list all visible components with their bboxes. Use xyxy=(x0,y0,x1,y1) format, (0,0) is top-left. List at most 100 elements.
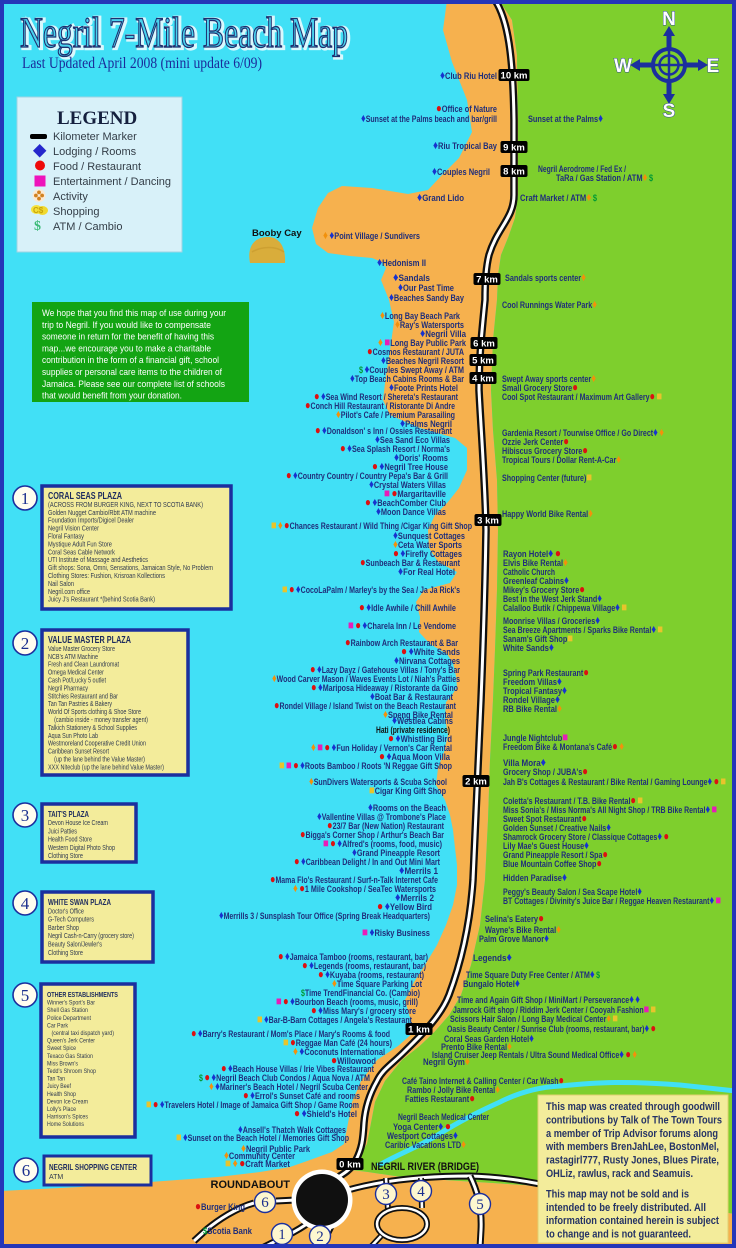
svg-text:Bungalo Hotel♦: Bungalo Hotel♦ xyxy=(463,976,520,990)
svg-text:♦Sea Sand Eco Villas: ♦Sea Sand Eco Villas xyxy=(375,432,450,446)
svg-text:This map may not be sold and i: This map may not be sold and is xyxy=(546,1188,689,1200)
svg-text:Omega Medical Center: Omega Medical Center xyxy=(48,670,105,677)
svg-text:● ♦Legends (rooms, restaurant,: ● ♦Legends (rooms, restaurant, bar) xyxy=(302,958,426,972)
svg-text:Devon House Ice Cream: Devon House Ice Cream xyxy=(48,820,108,827)
svg-text:G-Tech Computers: G-Tech Computers xyxy=(48,917,94,924)
svg-text:■ ●Reggae Man Café (24 hours): ■ ●Reggae Man Café (24 hours) xyxy=(283,1035,392,1049)
svg-text:4: 4 xyxy=(417,1184,425,1200)
svg-text:●Mama Flo's Restaurant / Surf-: ●Mama Flo's Restaurant / Surf-n-Talk Int… xyxy=(270,872,438,886)
svg-text:TAIT'S PLAZA: TAIT'S PLAZA xyxy=(48,809,89,819)
svg-text:Shopping Center (future)■: Shopping Center (future)■ xyxy=(502,470,592,484)
svg-text:●Rondel Village / Island Twist: ●Rondel Village / Island Twist on the Be… xyxy=(274,698,456,712)
svg-text:♦Our Past Time: ♦Our Past Time xyxy=(398,280,454,294)
svg-text:Police Department: Police Department xyxy=(47,1015,91,1022)
svg-text:● ♦Negril Tree House: ● ♦Negril Tree House xyxy=(372,459,448,473)
svg-text:Coletta's Restaurant / T.B. Bi: Coletta's Restaurant / T.B. Bike Rental●… xyxy=(503,793,643,807)
svg-text:● ♦Sea Splash Resort / Norma's: ● ♦Sea Splash Resort / Norma's xyxy=(340,441,450,455)
svg-text:$ ● ♦Negril Beach Club Condos: $ ● ♦Negril Beach Club Condos / Aqua Nov… xyxy=(199,1070,370,1084)
svg-text:Food / Restaurant: Food / Restaurant xyxy=(53,161,141,173)
svg-text:♦For Real Hotel: ♦For Real Hotel xyxy=(398,564,455,578)
svg-text:●Willowood: ●Willowood xyxy=(331,1053,376,1067)
svg-text:● ♦Idle Awhile / Chill Awhile: ● ♦Idle Awhile / Chill Awhile xyxy=(359,600,456,614)
svg-text:Coral Seas Cable Network: Coral Seas Cable Network xyxy=(48,547,115,556)
svg-text:Health Shop: Health Shop xyxy=(47,1091,76,1098)
svg-text:● ♦Lazy Dayz / Gatehouse Villa: ● ♦Lazy Dayz / Gatehouse Villas / Tony's… xyxy=(310,662,460,676)
svg-text:trip to Negril. If you would: trip to Negril. If you would like to com… xyxy=(42,320,211,331)
svg-text:Devon Ice Cream: Devon Ice Cream xyxy=(47,1098,88,1105)
svg-text:♦Rooms on the Beach: ♦Rooms on the Beach xyxy=(368,800,446,814)
svg-text:♦Grand Pineapple Resort: ♦Grand Pineapple Resort xyxy=(352,845,440,859)
svg-text:Villa Mora♦: Villa Mora♦ xyxy=(503,755,546,769)
svg-text:● ♦Jamaica Tamboo (rooms, rest: ● ♦Jamaica Tamboo (rooms, restaurant, ba… xyxy=(278,949,428,963)
svg-text:ATM: ATM xyxy=(49,1174,63,1181)
svg-text:♦ ♦Point Village / Sundivers: ♦ ♦Point Village / Sundivers xyxy=(323,228,420,242)
svg-text:White Sands♦: White Sands♦ xyxy=(503,640,554,654)
svg-text:♦Foote Prints Hotel: ♦Foote Prints Hotel xyxy=(389,380,458,394)
svg-text:Negril Beach Medical Center: Negril Beach Medical Center xyxy=(398,1112,489,1122)
svg-text:♦Long Bay Beach Park: ♦Long Bay Beach Park xyxy=(380,308,461,322)
svg-text:Lodging / Rooms: Lodging / Rooms xyxy=(53,146,137,158)
svg-text:Negril Pharmacy: Negril Pharmacy xyxy=(48,685,88,692)
svg-text:contribution in the form of a: contribution in the form of a financial … xyxy=(42,355,219,366)
svg-text:that would benefit from your d: that would benefit from your donation. xyxy=(42,391,182,402)
svg-text:Western Digital Photo Shop: Western Digital Photo Shop xyxy=(48,845,115,852)
svg-text:Doctor's Office: Doctor's Office xyxy=(48,908,84,915)
svg-text:♦ ♦Coconuts International: ♦ ♦Coconuts International xyxy=(293,1044,385,1058)
svg-text:■ ● ♦Charela Inn / Le Vendome: ■ ● ♦Charela Inn / Le Vendome xyxy=(348,618,456,632)
svg-text:Palm Grove Manor♦: Palm Grove Manor♦ xyxy=(479,931,549,945)
svg-text:Spring Park Restaurant●: Spring Park Restaurant● xyxy=(503,665,589,679)
svg-text:Hati (private residence): Hati (private residence) xyxy=(376,725,450,735)
svg-text:Tedd's Shroom Shop: Tedd's Shroom Shop xyxy=(47,1068,96,1075)
svg-text:■ ♦Bar-B-Barn Cottages / Angel: ■ ♦Bar-B-Barn Cottages / Angela's Restau… xyxy=(257,1012,412,1026)
svg-text:Rondel Village♦: Rondel Village♦ xyxy=(503,692,560,706)
svg-text:Hibiscus Grocery Store●: Hibiscus Grocery Store● xyxy=(502,443,588,457)
svg-text:♦Time Square Parking Lot: ♦Time Square Parking Lot xyxy=(332,976,422,990)
svg-text:Blue Mountain Coffee Shop●: Blue Mountain Coffee Shop● xyxy=(503,856,602,870)
svg-text:♦Pilot's Cafe / Premium Parasa: ♦Pilot's Cafe / Premium Parasailing xyxy=(336,407,455,421)
svg-text:■ ● ♦Travelers Hotel / Image o: ■ ● ♦Travelers Hotel / Image of Jamaica … xyxy=(146,1097,359,1111)
svg-text:$ ♦Couples Swept Away / ATM: $ ♦Couples Swept Away / ATM xyxy=(359,362,464,376)
svg-text:rastagirl777, Rusty Jones, Blu: rastagirl777, Rusty Jones, Blues Pirate, xyxy=(546,1155,719,1167)
svg-text:Jah B's Cottages & Restaurant: Jah B's Cottages & Restaurant / Bike Ren… xyxy=(503,774,726,788)
svg-text:● ♦Whistling Bird: ● ♦Whistling Bird xyxy=(388,731,452,745)
svg-text:♦Top Beach Cabins Rooms & Bar: ♦Top Beach Cabins Rooms & Bar xyxy=(350,371,464,385)
svg-text:♦Speng Bike Rental: ♦Speng Bike Rental xyxy=(383,707,453,721)
svg-text:● ♦Shield's Hotel: ● ♦Shield's Hotel xyxy=(294,1106,357,1120)
svg-text:Activity: Activity xyxy=(53,191,88,203)
svg-text:Miss Sonia's / Miss Norma's Al: Miss Sonia's / Miss Norma's All Night Sh… xyxy=(503,802,717,816)
svg-text:♦Wood Carver Mason / Waves Eve: ♦Wood Carver Mason / Waves Events Lot / … xyxy=(272,671,460,685)
svg-text:Small Grocery Store●: Small Grocery Store● xyxy=(502,380,578,394)
svg-text:4 km: 4 km xyxy=(472,374,494,385)
svg-text:(central taxi dispatch yard): (central taxi dispatch yard) xyxy=(47,1030,114,1037)
svg-text:NEGRIL SHOPPING CENTER: NEGRIL SHOPPING CENTER xyxy=(49,1163,137,1172)
svg-text:3: 3 xyxy=(21,806,30,825)
svg-text:3: 3 xyxy=(382,1187,390,1203)
svg-text:Ozzie Jerk Center●: Ozzie Jerk Center● xyxy=(502,434,569,448)
svg-text:♦Sunquest Cottages: ♦Sunquest Cottages xyxy=(393,528,465,542)
svg-text:● ♦Sea Wind Resort / Shereta's: ● ♦Sea Wind Resort / Shereta's Restauran… xyxy=(314,389,458,403)
svg-text:Sweet Spice: Sweet Spice xyxy=(47,1045,76,1052)
svg-text:9 km: 9 km xyxy=(503,143,525,154)
svg-text:Health Food Store: Health Food Store xyxy=(48,837,92,844)
svg-text:♦Merrils 1: ♦Merrils 1 xyxy=(399,863,438,877)
svg-text:(ACROSS FROM BURGER KING, NEXT: (ACROSS FROM BURGER KING, NEXT TO SCOTIA… xyxy=(48,500,203,509)
svg-text:Calalloo Butik / Chippewa Vill: Calalloo Butik / Chippewa Village♦ ■ xyxy=(503,600,627,614)
svg-text:Wayne's Bike Rental♦: Wayne's Bike Rental♦ xyxy=(485,922,561,936)
svg-text:● ♦Kuyaba (rooms, restaurant): ● ♦Kuyaba (rooms, restaurant) xyxy=(318,967,424,981)
svg-text:Greenleaf Cabins♦: Greenleaf Cabins♦ xyxy=(503,573,569,587)
svg-text:Juicy J's Restaurant *(behind: Juicy J's Restaurant *(behind Scotia Ban… xyxy=(48,595,155,604)
svg-text:♦Negril Public Park: ♦Negril Public Park xyxy=(241,1141,311,1155)
svg-text:$Scotia Bank: $Scotia Bank xyxy=(203,1226,253,1236)
svg-text:Shell Gas Station: Shell Gas Station xyxy=(47,1007,88,1014)
svg-text:Sweet Spot Restaurant●: Sweet Spot Restaurant● xyxy=(503,811,587,825)
svg-text:Golden Nugget Cambio/Rbtt ATM: Golden Nugget Cambio/Rbtt ATM machine xyxy=(48,508,156,517)
svg-text:C$: C$ xyxy=(33,206,44,215)
svg-text:Miss Brown's: Miss Brown's xyxy=(47,1060,78,1067)
svg-text:We hope that you find this map: We hope that you find this map of use du… xyxy=(42,308,226,319)
svg-text:(up the lane behind the Value: (up the lane behind the Value Master) xyxy=(48,757,145,764)
svg-text:ATM / Cambio: ATM / Cambio xyxy=(53,221,122,233)
svg-text:Juicy Beef: Juicy Beef xyxy=(47,1083,71,1090)
svg-text:BT Cottages / Divinity's Juice: BT Cottages / Divinity's Juice Bar / Reg… xyxy=(503,893,721,907)
svg-text:Prento Bike Rental♦: Prento Bike Rental♦ xyxy=(441,1039,512,1053)
svg-text:2: 2 xyxy=(316,1229,324,1245)
